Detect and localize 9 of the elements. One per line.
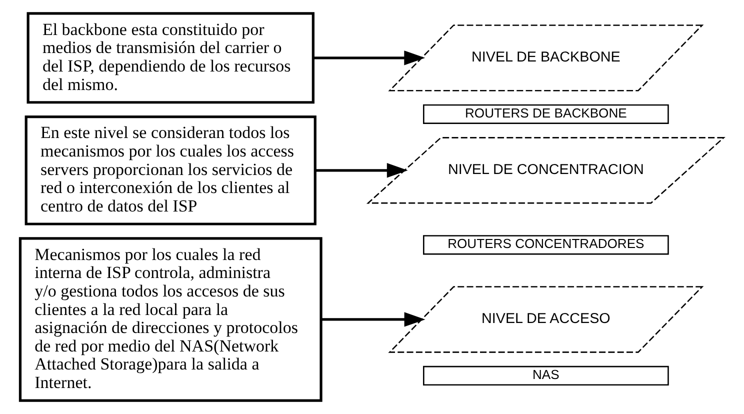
arrow — [321, 312, 426, 327]
node-box: NAS — [423, 366, 669, 386]
arrow — [314, 50, 426, 66]
arrow — [315, 163, 408, 178]
node-box: En este nivel se consideran todos los mecanismos por los cuales los access servers proporcionan los servicios de red o interconexión de los clientes al centro de datos del ISP — [24, 115, 316, 226]
node-box: ROUTERS CONCENTRADORES — [423, 235, 669, 255]
node-box: El backbone esta constituido por medios de transmisión del carrier o del ISP, dependiendo de los recursos del mismo. — [26, 12, 314, 104]
node-box: Mecanismos por los cuales la red interna de ISP controla, administra y/o gestiona todos los accesos de sus clientes a la red local para la asignación de direcciones y protocolos de red por medio del NAS(Network Attached Storage)para la salida a Internet. — [18, 237, 322, 402]
node-box: ROUTERS DE BACKBONE — [423, 104, 669, 124]
